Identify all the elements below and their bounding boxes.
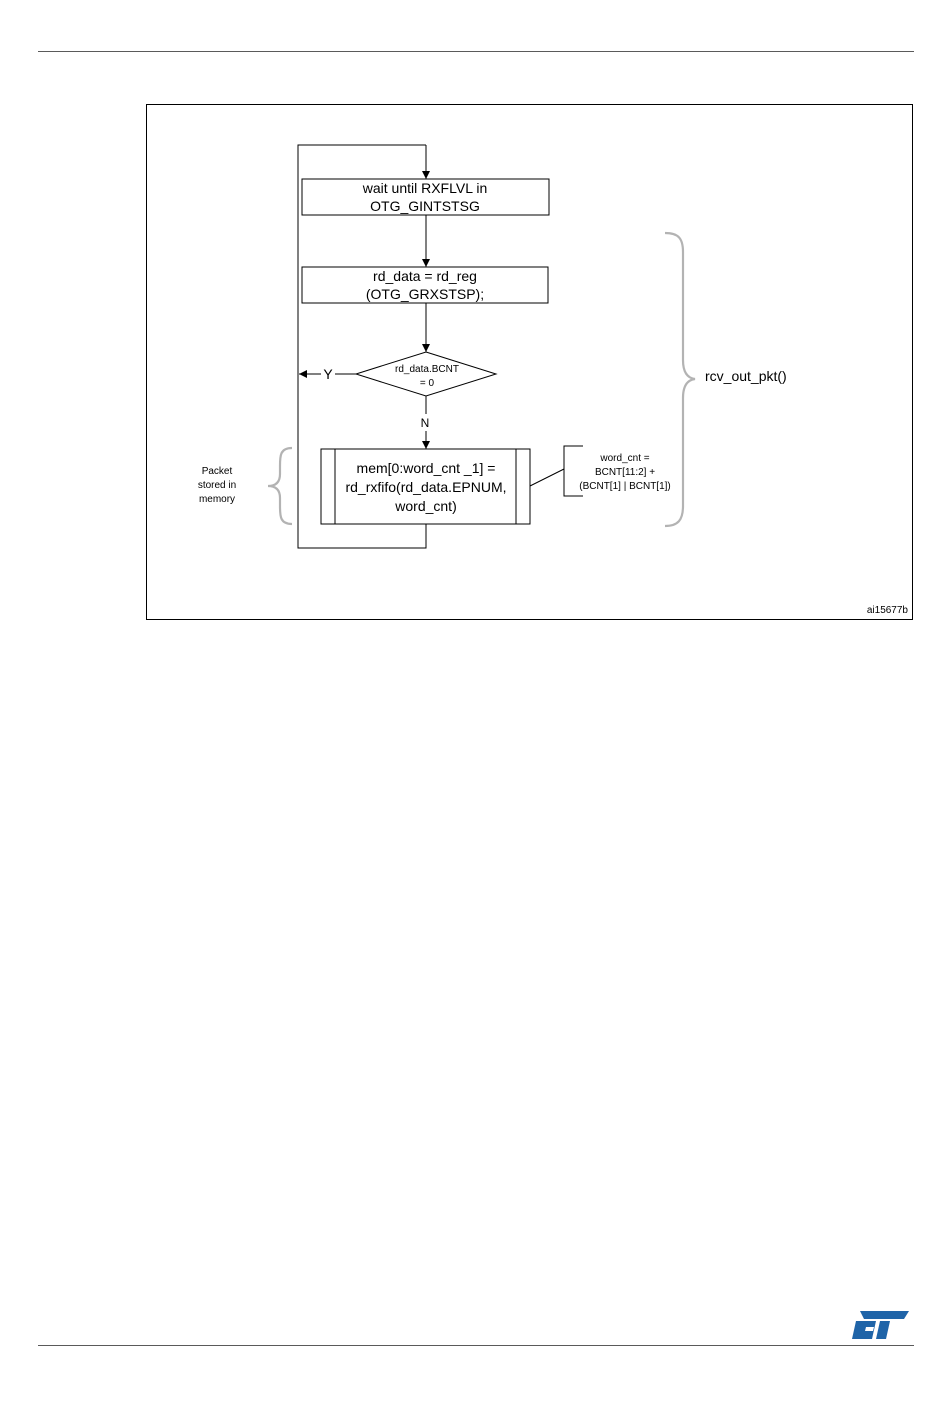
store-box-line-2: rd_rxfifo(rd_data.EPNUM,	[345, 479, 506, 495]
decision-line-2: = 0	[420, 378, 435, 389]
figure-id: ai15677b	[867, 605, 909, 616]
word-cnt-line-2: BCNT[11:2] +	[595, 467, 655, 478]
packet-label-line-1: Packet	[202, 466, 233, 477]
left-brace	[268, 448, 292, 524]
store-box-line-1: mem[0:word_cnt _1] =	[357, 460, 496, 476]
word-cnt-annotation: word_cnt = BCNT[11:2] + (BCNT[1] | BCNT[…	[530, 446, 671, 496]
decision-line-1: rd_data.BCNT	[395, 364, 459, 375]
read-box: rd_data = rd_reg (OTG_GRXSTSP);	[302, 267, 548, 303]
word-cnt-line-1: word_cnt =	[599, 453, 649, 464]
read-box-line-2: (OTG_GRXSTSP);	[366, 286, 484, 302]
store-box-line-3: word_cnt)	[394, 498, 456, 514]
wait-box-line-2: OTG_GINTSTSG	[370, 198, 480, 214]
word-cnt-line-3: (BCNT[1] | BCNT[1])	[579, 481, 671, 492]
wait-box-line-1: wait until RXFLVL in	[362, 180, 488, 196]
decision-diamond: rd_data.BCNT = 0	[356, 352, 496, 396]
read-box-line-1: rd_data = rd_reg	[373, 268, 477, 284]
packet-label-line-2: stored in	[198, 480, 236, 491]
function-label: rcv_out_pkt()	[705, 368, 787, 384]
wait-box: wait until RXFLVL in OTG_GINTSTSG	[302, 179, 549, 215]
no-label: N	[421, 416, 430, 430]
packet-label-line-3: memory	[199, 494, 235, 505]
store-box: mem[0:word_cnt _1] = rd_rxfifo(rd_data.E…	[321, 449, 530, 524]
st-logo-icon	[852, 1309, 910, 1341]
yes-label: Y	[323, 366, 333, 382]
